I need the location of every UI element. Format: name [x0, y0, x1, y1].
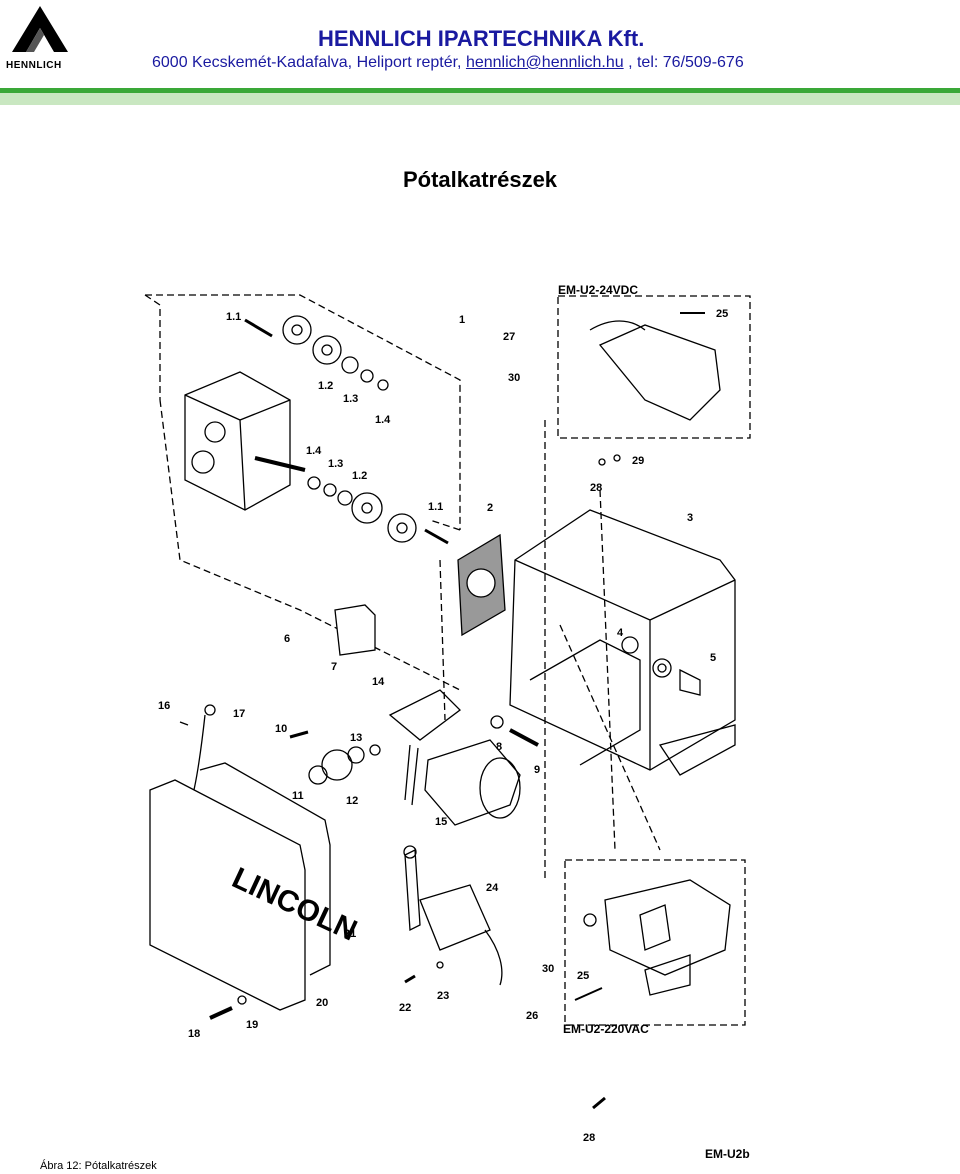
address-prefix: 6000 Kecskemét-Kadafalva, Heliport repté…	[152, 54, 466, 71]
header-divider-light	[0, 93, 960, 105]
address-suffix: , tel: 76/509-676	[623, 54, 744, 71]
hennlich-logo-icon	[12, 6, 68, 52]
exploded-parts-diagram: LINCOLN	[144, 294, 751, 1110]
page-title: Pótalkatrészek	[402, 167, 558, 192]
company-name: HENNLICH IPARTECHNIKA Kft.	[318, 26, 645, 51]
email-link[interactable]: hennlich@hennlich.hu	[465, 54, 624, 71]
figure-caption: Ábra 12: Pótalkatrészek	[40, 1160, 157, 1172]
header-divider	[0, 88, 960, 93]
company-address: 6000 Kecskemét-Kadafalva, Heliport repté…	[152, 54, 744, 72]
logo-text: HENNLICH	[6, 60, 62, 71]
